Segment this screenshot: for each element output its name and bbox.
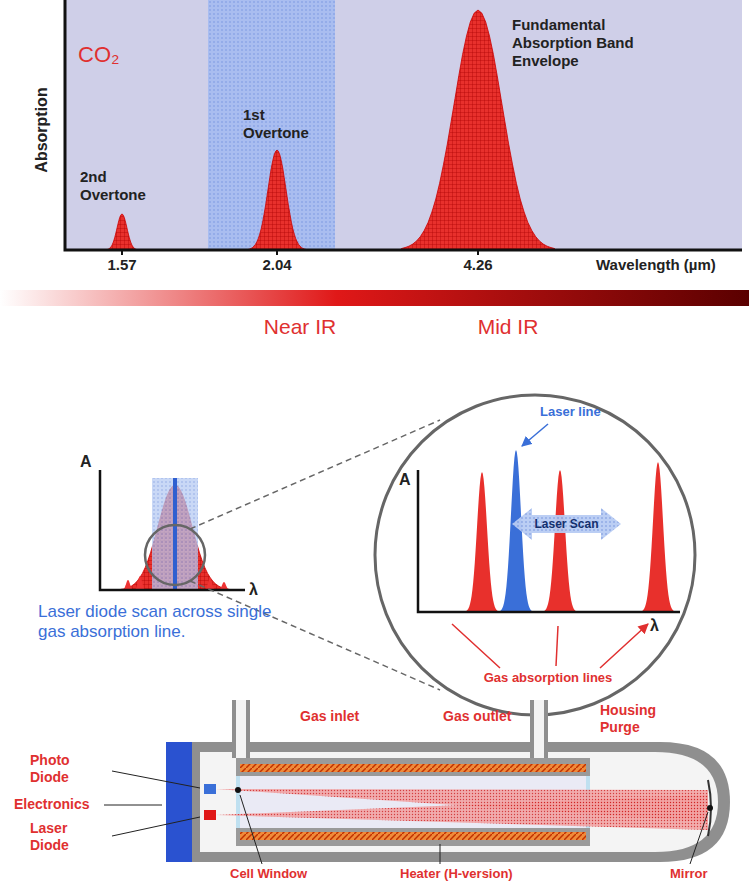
label: Laser diode scan across single gas absor… [38,602,288,643]
label: Cell Window [230,866,307,882]
label: Fundamental Absorption Band Envelope [512,16,662,70]
label: CO₂ [78,42,120,68]
label: 2.04 [262,256,291,274]
label: A [399,470,411,489]
label: Wavelength (µm) [596,256,716,274]
label: Heater (H-version) [400,866,513,882]
double-arrow: Laser Scan [512,508,621,540]
label: λ [249,580,258,599]
label: Absorption [32,87,51,172]
label: Laser Diode [30,820,100,854]
arrow-label: Laser Scan [512,517,621,531]
label: 2nd Overtone [80,168,155,204]
label: 1.57 [107,256,136,274]
label: λ [650,616,659,635]
label: 4.26 [463,256,492,274]
arrow-fill [512,508,621,540]
label: 1st Overtone [243,106,318,142]
label: Gas outlet [443,708,511,725]
label: A [80,452,92,471]
label: Laser line [540,404,601,420]
label: Housing Purge [600,702,680,736]
label: Gas absorption lines [484,670,613,686]
label: Electronics [14,796,89,813]
label: Mid IR [478,314,539,339]
label: Photo Diode [30,752,100,786]
label: Mirror [670,866,708,882]
label: Gas inlet [300,708,359,725]
label: Near IR [264,314,336,339]
